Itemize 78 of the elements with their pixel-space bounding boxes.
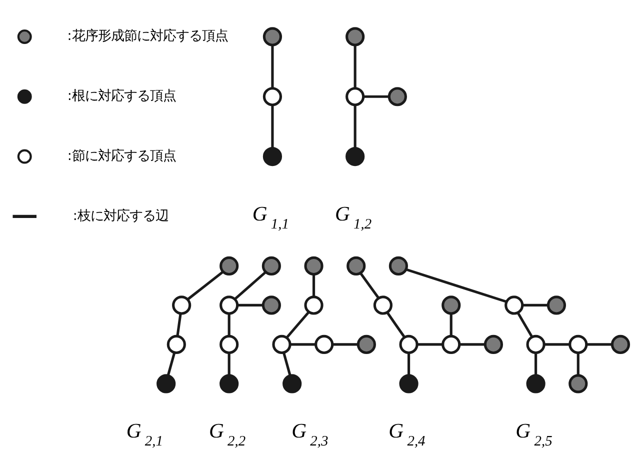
connector (405, 268, 506, 303)
legend-label: :花序形成節に対応する頂点 (66, 29, 228, 44)
label: G$_{2,5}$ (515, 420, 552, 450)
node-circle (304, 256, 323, 276)
node-circle (356, 334, 376, 354)
connector (270, 105, 274, 148)
connector (406, 353, 410, 376)
legend-label: :枝に対応する辺 (72, 208, 168, 224)
connector (227, 314, 230, 336)
connector (166, 352, 176, 376)
connector (416, 343, 442, 346)
node-circle (272, 334, 291, 354)
node-circle (387, 87, 406, 106)
node-circle (526, 374, 545, 394)
node-circle (219, 334, 238, 354)
node-circle (345, 27, 364, 46)
node-circle (282, 374, 302, 394)
connector (290, 343, 316, 346)
node-circle (568, 334, 588, 354)
label: G$_{2,3}$ (291, 420, 328, 450)
connector (458, 343, 484, 346)
node-circle (261, 296, 280, 315)
connector (386, 312, 405, 338)
node-circle (304, 296, 323, 315)
connector (362, 95, 388, 98)
connector (544, 343, 570, 346)
node-circle (156, 374, 176, 394)
connector (312, 274, 315, 297)
connector (516, 312, 533, 338)
label: G$_{2,4}$ (388, 420, 425, 450)
connector (176, 314, 182, 336)
node-circle (441, 334, 460, 354)
legend-label: :節に対応する頂点 (66, 149, 176, 164)
connector (522, 304, 548, 307)
node-circle (219, 374, 238, 394)
connector (359, 272, 380, 299)
connector (586, 343, 612, 346)
connector (353, 105, 356, 148)
connector (534, 353, 537, 376)
connector (576, 353, 579, 376)
connector (227, 353, 230, 376)
connector (353, 45, 356, 88)
node-circle (568, 374, 588, 394)
connector (234, 271, 266, 300)
node-circle (372, 296, 392, 315)
label: G$_{2,2}$ (208, 420, 246, 450)
node-circle (262, 87, 282, 106)
node-circle (388, 256, 408, 276)
node-circle (166, 334, 186, 354)
node-circle (345, 87, 364, 106)
connector (282, 352, 291, 376)
node-circle (398, 374, 418, 394)
connector (236, 304, 262, 307)
node-circle (219, 296, 238, 315)
label: G$_{1,2}$ (334, 204, 372, 233)
node-circle (610, 334, 630, 354)
node-circle (262, 146, 282, 166)
connector (286, 311, 310, 338)
node-circle (219, 256, 238, 276)
node-circle (483, 334, 503, 354)
connector (270, 45, 274, 88)
node-circle (504, 296, 524, 315)
node-circle (172, 296, 191, 315)
node-circle (546, 296, 566, 315)
label: G$_{1,1}$ (252, 204, 288, 233)
node-circle (345, 146, 364, 166)
node-circle (526, 334, 545, 354)
node-circle (398, 334, 418, 354)
connector (449, 314, 452, 336)
node-circle (261, 256, 280, 276)
node-circle (262, 27, 282, 46)
label: G$_{2,1}$ (126, 420, 162, 450)
node-circle (441, 296, 460, 315)
connector (332, 343, 358, 346)
connector (186, 270, 224, 300)
node-circle (314, 334, 334, 354)
node-circle (346, 256, 366, 276)
legend-label: :根に対応する頂点 (66, 89, 176, 104)
